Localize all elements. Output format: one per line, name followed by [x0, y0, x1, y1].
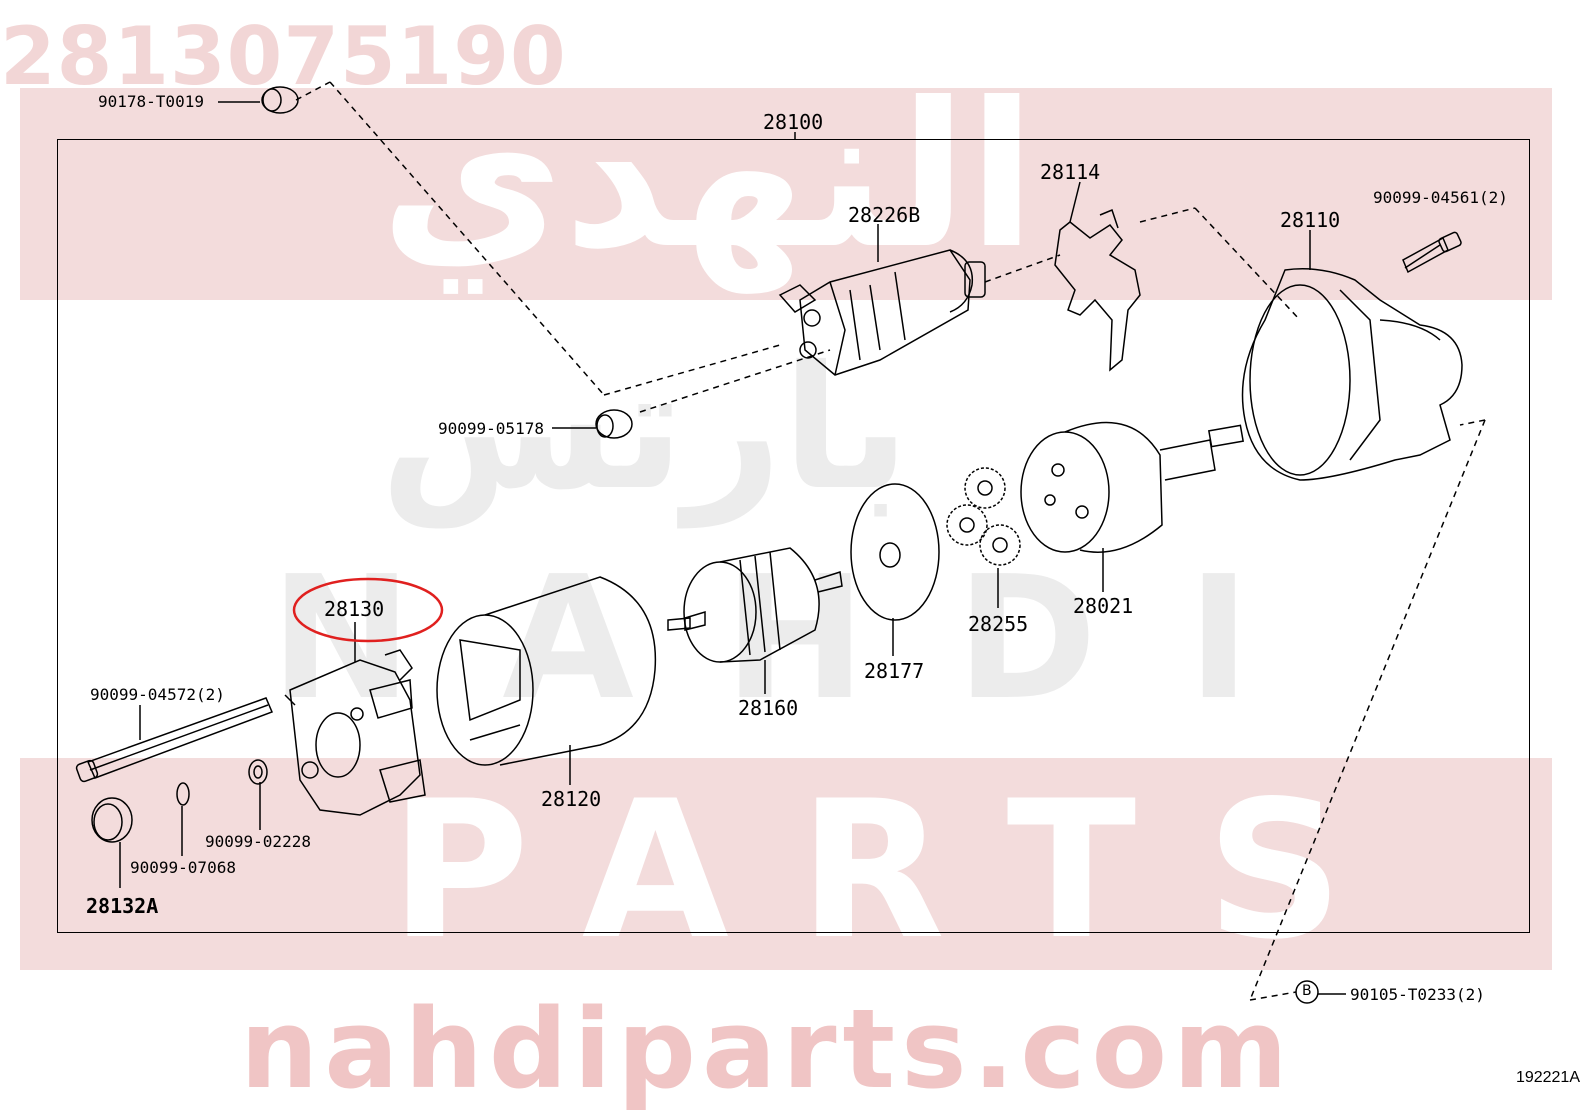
callout-90099-05178: 90099-05178 — [438, 419, 544, 438]
callout-90178-T0019: 90178-T0019 — [98, 92, 204, 111]
watermark-band-bottom — [20, 758, 1552, 970]
callout-90105-T0233: 90105-T0233(2) — [1350, 985, 1485, 1004]
website-watermark: nahdiparts.com — [240, 985, 1294, 1113]
circle-marker-b: B — [1302, 983, 1312, 999]
callout-28132A: 28132A — [86, 894, 159, 918]
callout-28110: 28110 — [1280, 208, 1341, 232]
callout-28177: 28177 — [864, 659, 925, 683]
highlight-ellipse — [292, 577, 444, 643]
assembly-frame — [57, 139, 1530, 933]
watermark-latin-brand: NAHDI — [270, 540, 1341, 738]
callout-28130: 28130 — [324, 597, 385, 621]
callout-28021: 28021 — [1073, 594, 1134, 618]
callout-90099-07068: 90099-07068 — [130, 858, 236, 877]
callout-28160: 28160 — [738, 696, 799, 720]
drawing-code: 192221A — [1515, 1069, 1580, 1086]
watermark-arabic-brand: النهدي — [380, 60, 1037, 293]
watermark-latin-parts: PARTS — [390, 760, 1414, 981]
callout-28226B: 28226B — [848, 203, 921, 227]
callout-28255: 28255 — [968, 612, 1029, 636]
watermark-band-top — [20, 88, 1552, 300]
callout-28114: 28114 — [1040, 160, 1101, 184]
callout-28100-assembly: 28100 — [763, 110, 824, 134]
callout-90099-04572: 90099-04572(2) — [90, 685, 225, 704]
callout-90099-02228: 90099-02228 — [205, 832, 311, 851]
callout-28120: 28120 — [541, 787, 602, 811]
callout-90099-04561: 90099-04561(2) — [1373, 188, 1508, 207]
